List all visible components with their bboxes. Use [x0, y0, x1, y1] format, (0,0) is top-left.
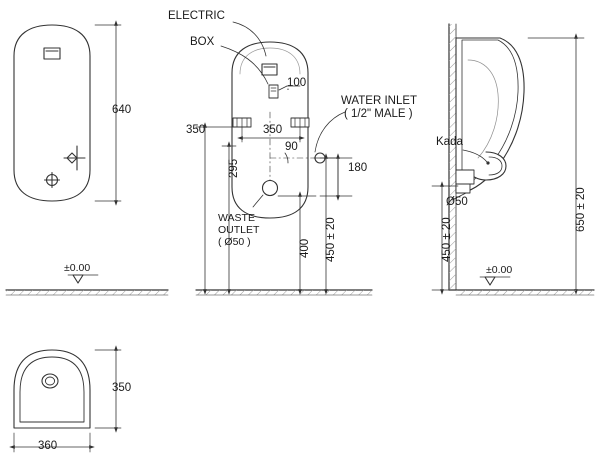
dim-label-350-upper: 350	[263, 124, 283, 136]
datum-label-left: ±0.00	[64, 262, 91, 274]
label-waste-outlet-line2: OUTLET	[218, 224, 260, 236]
dim-640	[94, 20, 122, 206]
dim-label-100: 100	[287, 77, 307, 89]
plan-view-outline	[13, 349, 91, 429]
label-box: BOX	[190, 36, 215, 48]
dim-label-plan-350: 350	[112, 382, 132, 394]
label-waste-outlet-line1: WASTE	[218, 212, 255, 224]
dim-label-90: 90	[285, 141, 298, 153]
dim-label-450-center: 450 ± 20	[325, 217, 337, 262]
ground-line-center	[195, 289, 373, 296]
ground-line-left	[5, 274, 169, 296]
dim-label-400: 400	[299, 238, 311, 258]
dim-100	[286, 85, 301, 91]
dim-label-640: 640	[112, 104, 132, 116]
dim-350-upper	[237, 126, 305, 143]
dim-label-plan-360: 360	[38, 440, 58, 452]
dim-650	[527, 33, 585, 295]
label-o50: Ø50	[446, 196, 468, 208]
ground-line-right	[448, 276, 595, 296]
dim-label-180: 180	[348, 162, 368, 174]
front-view-outline	[13, 24, 91, 202]
label-electric: ELECTRIC	[168, 10, 225, 22]
label-waste-outlet-line3: ( Ø50 )	[218, 236, 251, 248]
dim-label-295: 295	[228, 158, 240, 178]
dim-label-650: 650 ± 20	[575, 187, 587, 232]
dim-label-450-side: 450 ± 20	[441, 217, 453, 262]
dim-plan-360	[9, 432, 95, 453]
dim-350-left	[195, 122, 237, 295]
dim-label-350-left: 350	[186, 124, 206, 136]
label-water-inlet-line2: ( 1/2" MALE )	[344, 108, 413, 120]
label-kada: Kada	[436, 136, 463, 148]
label-water-inlet-line1: WATER INLET	[341, 95, 418, 107]
side-view-outline	[455, 37, 525, 194]
dim-plan-350	[94, 345, 122, 433]
datum-label-right: ±0.00	[486, 264, 513, 276]
angle-90-marker	[269, 152, 316, 164]
